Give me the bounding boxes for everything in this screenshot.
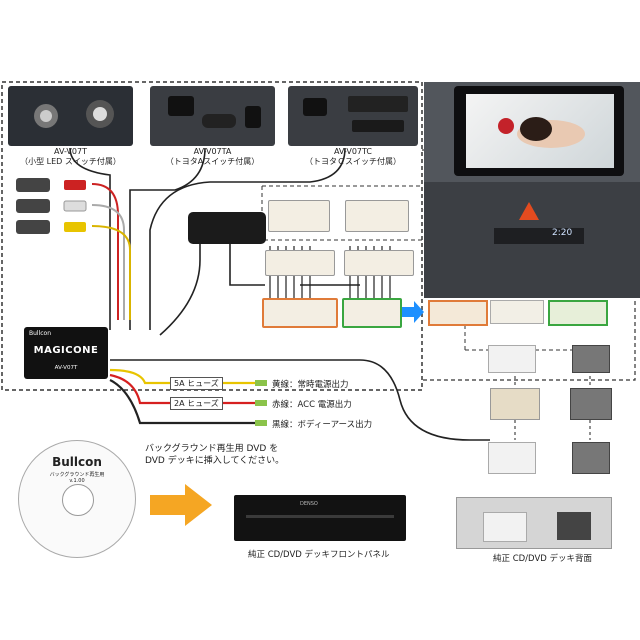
wire-label-black: 黒線：ボディーアース出力 — [272, 420, 373, 430]
disc-caption: バックグラウンド再生用 — [49, 472, 105, 478]
disc-slot — [246, 515, 394, 518]
dvd-disc: Bullcon バックグラウンド再生用 v.1.00 — [18, 440, 136, 558]
orange-arrow-icon — [150, 484, 212, 526]
dvd-instruction-line-1: バックグラウンド再生用 DVD を — [145, 444, 279, 454]
disc-version: v.1.00 — [69, 478, 85, 484]
connector-mid-2 — [344, 250, 414, 276]
blue-arrow-icon — [402, 301, 424, 323]
deck-logo: DENSO — [300, 501, 318, 507]
toyota-c-switch-photo — [288, 86, 418, 146]
disc-brand: Bullcon — [52, 455, 102, 469]
wire-label-yellow: 黄線：常時電源出力 — [272, 380, 349, 390]
harness-connector-beige — [490, 388, 540, 420]
disc-hole — [62, 484, 94, 516]
deck-front-caption: 純正 CD/DVD デッキフロントパネル — [248, 550, 390, 560]
model-code-3: AV-V07TC — [333, 147, 373, 156]
car-dashboard-photo: 2:20 — [424, 82, 640, 298]
model-label-2: AV-V07TA （トヨタAスイッチ付属） — [150, 147, 275, 167]
screen-clock: 2:20 — [552, 228, 573, 238]
wire-label-red: 赤線：ACC 電源出力 — [272, 400, 352, 410]
dvd-instruction-line-2: DVD デッキに挿入してください。 — [145, 456, 285, 466]
model-code-1: AV-V07T — [54, 147, 87, 156]
connector-green — [342, 298, 402, 328]
model-label-1: AV-V07T （小型 LED スイッチ付属） — [8, 147, 133, 167]
connector-top-2 — [345, 200, 409, 232]
kit-frame — [1, 81, 423, 391]
toyota-a-switch-photo — [150, 86, 275, 146]
model-code-2: AV-V07TA — [193, 147, 232, 156]
vehicle-connector-1 — [428, 300, 488, 326]
rca-adapters — [14, 176, 94, 238]
magicone-unit: Bullcon MAGICONE AV-V07T — [24, 327, 108, 379]
model-desc-1: （小型 LED スイッチ付属） — [20, 157, 121, 166]
control-box — [188, 212, 266, 244]
harness-connector-white-1 — [488, 345, 536, 373]
unit-model: AV-V07T — [54, 365, 78, 371]
model-label-3: AV-V07TC （トヨタＣスイッチ付属） — [288, 147, 418, 167]
model-desc-3: （トヨタＣスイッチ付属） — [305, 157, 401, 166]
connector-orange — [262, 298, 338, 328]
deck-back-caption: 純正 CD/DVD デッキ背面 — [493, 554, 593, 564]
model-desc-2: （トヨタAスイッチ付属） — [165, 157, 260, 166]
harness-connector-gray-2 — [570, 388, 612, 420]
dvd-instruction: バックグラウンド再生用 DVD を DVD デッキに挿入してください。 — [145, 443, 284, 467]
connector-frame-top — [261, 185, 422, 241]
led-switch-photo — [8, 86, 133, 146]
deck-front-panel: DENSO — [234, 495, 406, 541]
dash-panel: 2:20 — [424, 182, 640, 298]
harness-connector-white-2 — [488, 442, 536, 474]
harness-connector-gray-1 — [572, 345, 610, 373]
connector-mid-1 — [265, 250, 335, 276]
head-unit-screen — [454, 86, 624, 176]
vehicle-connector-2 — [490, 300, 544, 324]
harness-connector-gray-3 — [572, 442, 610, 474]
unit-brand: Bullcon — [29, 330, 52, 337]
connector-top-1 — [268, 200, 330, 232]
deck-back-panel — [456, 497, 612, 549]
fuse-label-5a: 5A ヒューズ — [170, 377, 223, 390]
unit-name: MAGICONE — [33, 345, 99, 356]
fuse-label-2a: 2A ヒューズ — [170, 397, 223, 410]
vehicle-connector-3 — [548, 300, 608, 326]
screen-image — [466, 94, 614, 168]
